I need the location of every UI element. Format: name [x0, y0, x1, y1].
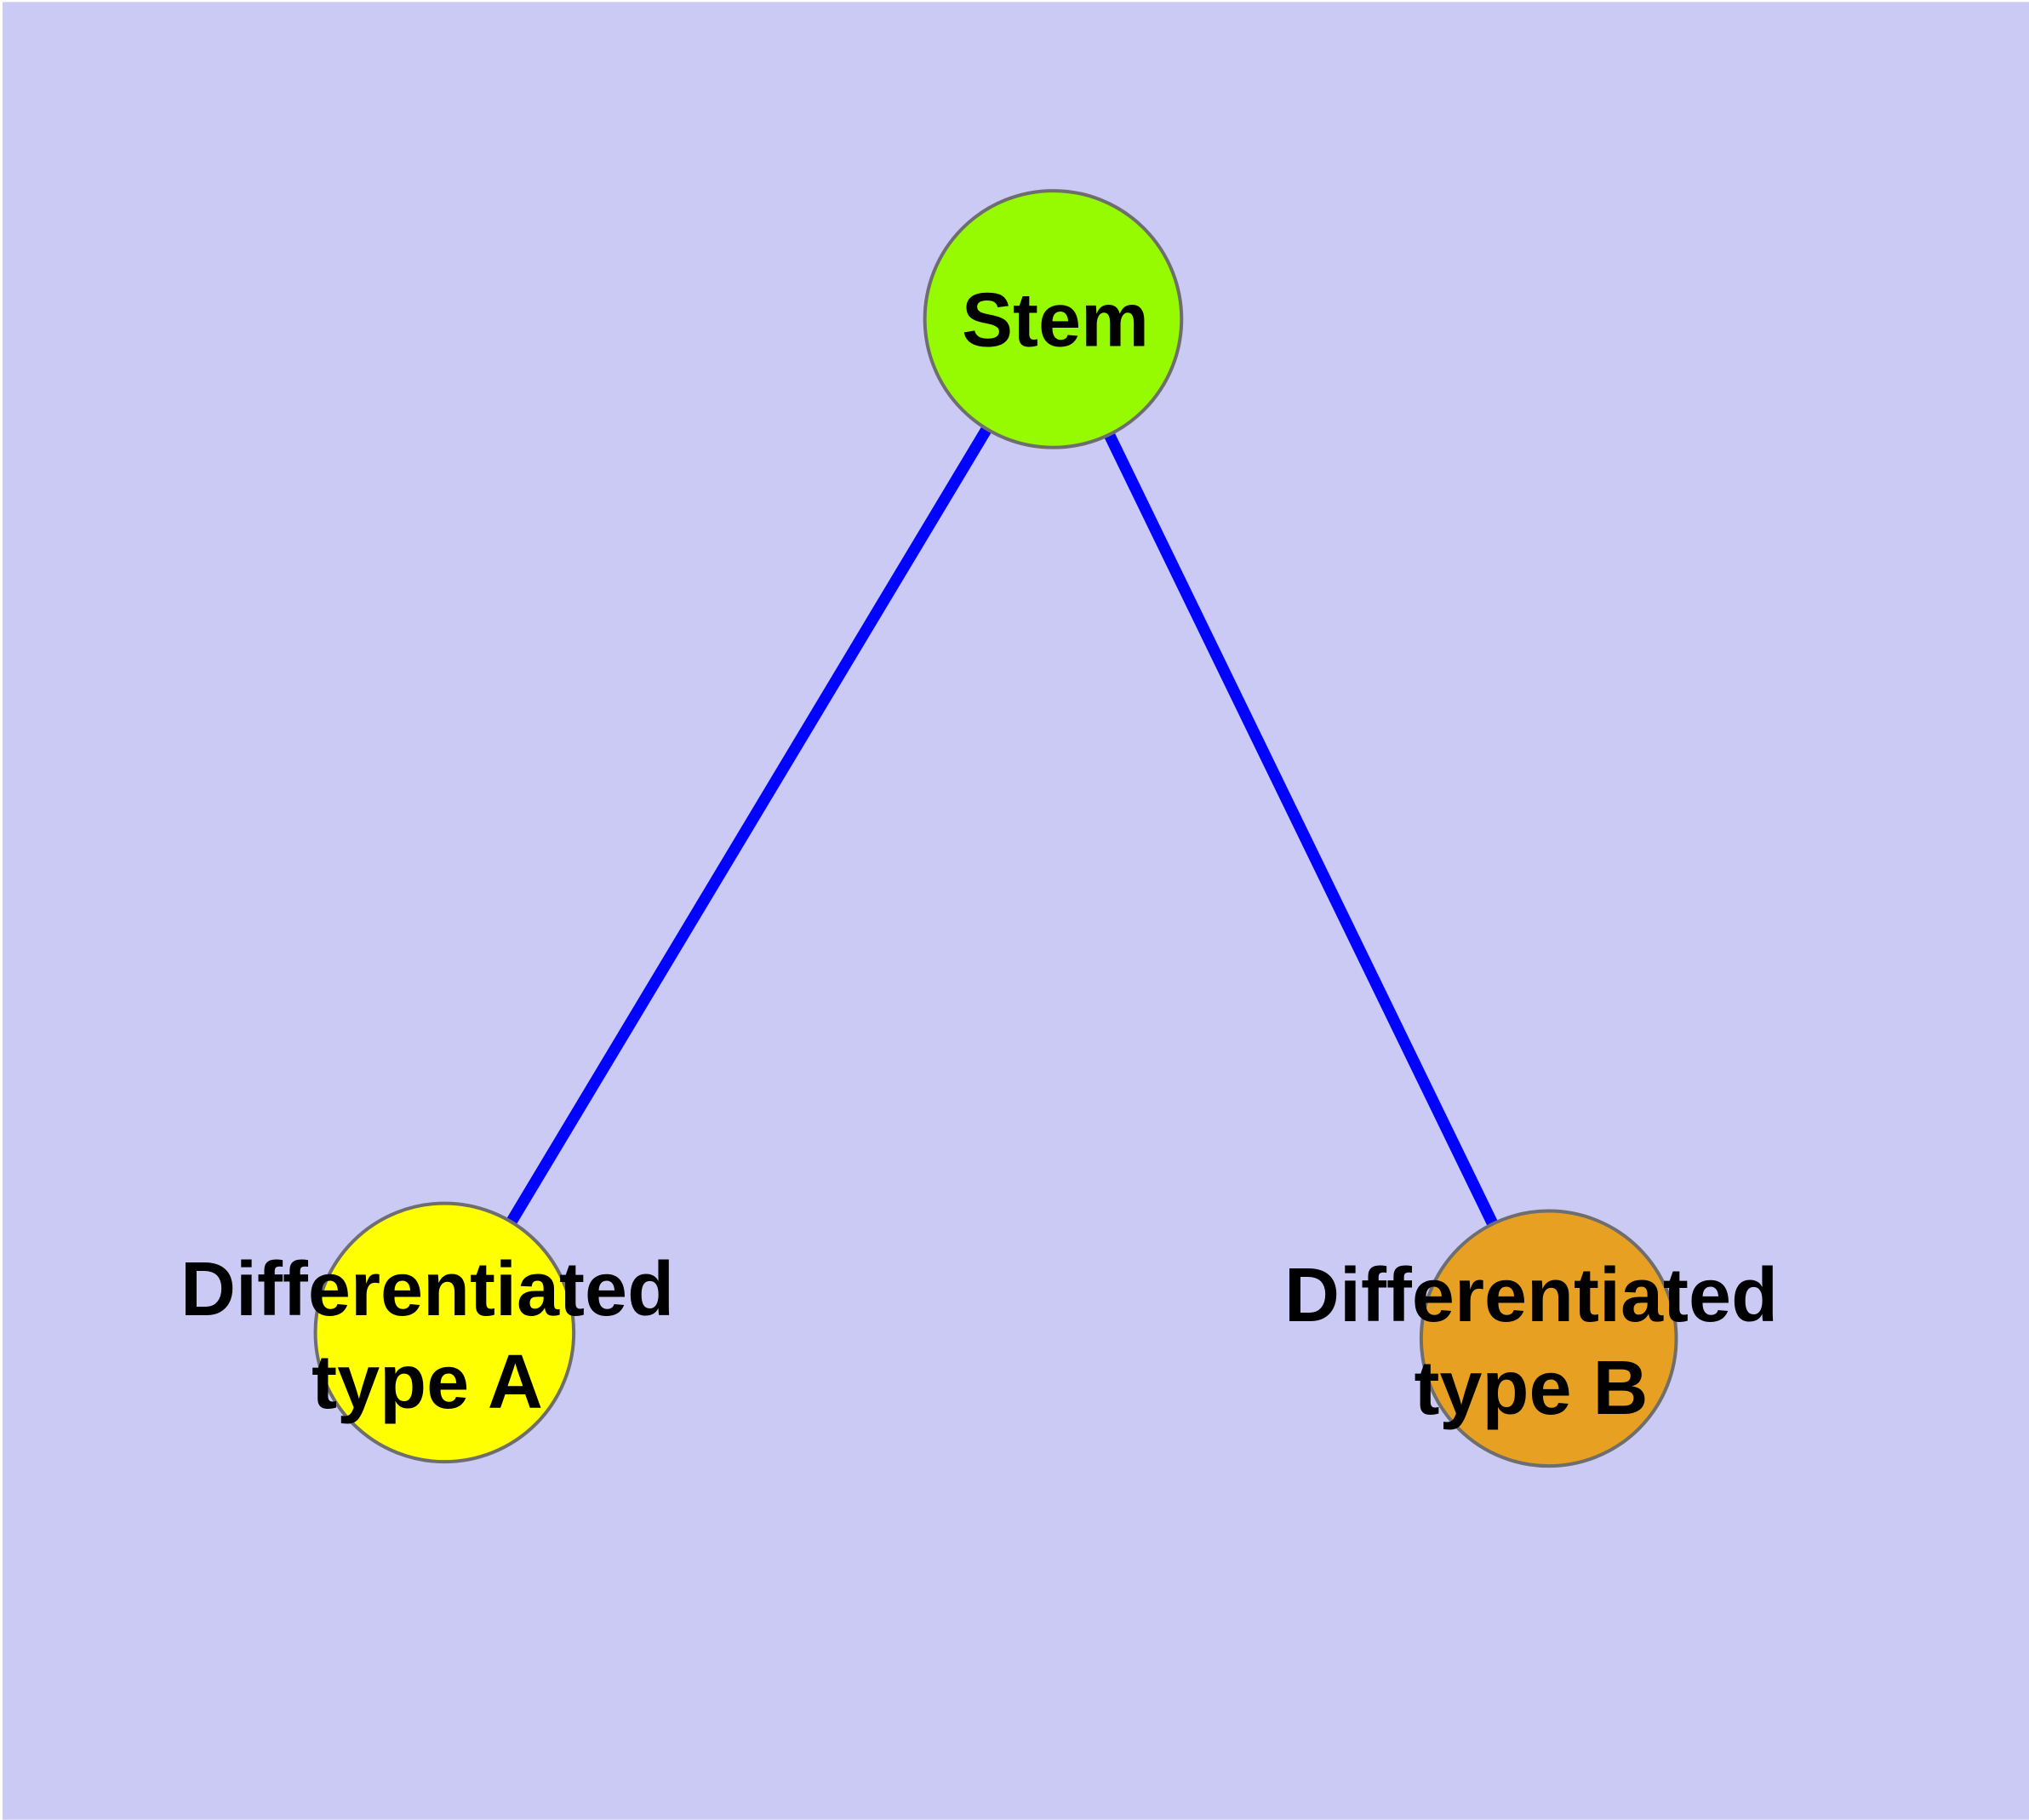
- edge-stem-to-type-a: [506, 426, 992, 1225]
- edge-stem-to-type-b: [1104, 432, 1498, 1227]
- type-a-node-circle: [313, 1201, 576, 1464]
- type-b-node-label: Differentiated type B: [1283, 1253, 1779, 1431]
- type-b-node-circle: [1419, 1209, 1678, 1468]
- stem-node-circle: [923, 189, 1184, 449]
- stem-node-label: Stem: [961, 278, 1150, 363]
- type-a-node-label: Differentiated type A: [180, 1247, 675, 1425]
- graph-svg: [3, 2, 2029, 1820]
